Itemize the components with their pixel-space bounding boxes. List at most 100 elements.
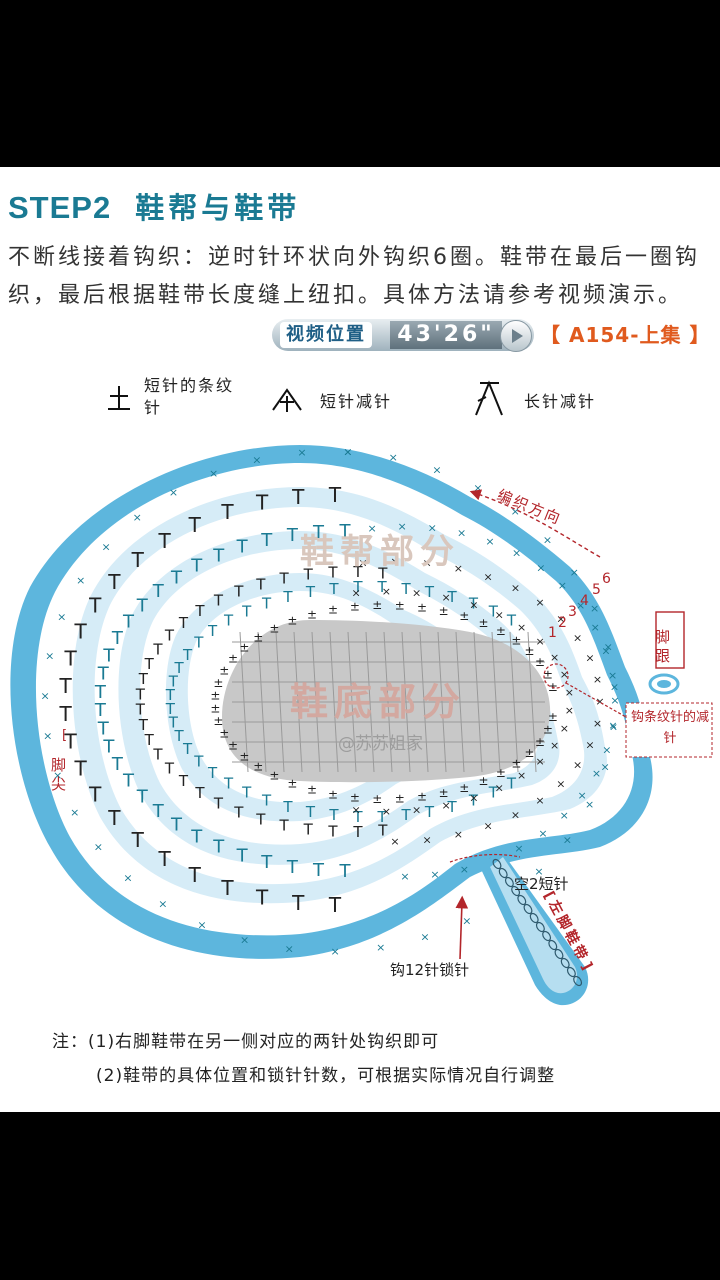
stitch-mark: T xyxy=(236,845,249,866)
stitch-mark: ± xyxy=(210,689,220,703)
stitch-mark: × xyxy=(543,533,552,546)
stitch-mark: × xyxy=(53,769,62,782)
stitch-mark: T xyxy=(328,580,339,598)
stitch-mark: T xyxy=(157,529,171,553)
stitch-mark: T xyxy=(88,594,102,618)
stitch-mark: T xyxy=(182,646,193,664)
stitch-mark: T xyxy=(339,861,352,882)
chain-stitch xyxy=(498,867,508,879)
stitch-mark: × xyxy=(514,842,523,855)
stitch-mark: T xyxy=(111,754,124,775)
sc-decrease-icon xyxy=(272,388,302,412)
stitch-mark: × xyxy=(511,582,520,595)
stitch-mark: T xyxy=(135,701,146,719)
legend-label-3: 长针减针 xyxy=(524,392,597,411)
stitch-mark: ± xyxy=(239,640,249,654)
stitch-mark: × xyxy=(330,945,339,958)
stitch-mark: × xyxy=(412,803,421,816)
stitch-mark: × xyxy=(585,798,594,811)
stitch-mark: T xyxy=(255,885,269,909)
stitch-mark: T xyxy=(64,730,78,754)
stitch-mark: × xyxy=(422,833,431,846)
section-title: 鞋帮与鞋带 xyxy=(135,191,301,225)
stitch-mark: T xyxy=(138,670,149,688)
stitch-mark: × xyxy=(285,942,294,955)
dc-decrease-icon xyxy=(475,380,503,416)
play-icon[interactable] xyxy=(500,320,532,352)
stitch-mark: T xyxy=(424,583,435,601)
video-timestamp: 43'26" xyxy=(390,321,502,349)
stitch-mark: × xyxy=(608,669,617,682)
stitch-mark: ± xyxy=(253,760,263,774)
stitch-mark: ± xyxy=(269,769,279,783)
stitch-mark: ± xyxy=(535,655,545,669)
chain-12-label: 钩12针锁针 xyxy=(390,961,469,979)
stitch-mark: × xyxy=(469,791,478,804)
direction-arrow xyxy=(469,489,601,558)
stitch-mark: × xyxy=(517,621,526,634)
stitch-mark: ± xyxy=(269,621,279,635)
stitch-mark: T xyxy=(194,602,205,620)
stitch-mark: × xyxy=(473,481,482,494)
stitch-mark: ± xyxy=(328,787,338,801)
stitch-mark: T xyxy=(352,563,363,581)
stitch-mark: T xyxy=(377,821,388,839)
stitch-mark: T xyxy=(278,570,289,588)
stitch-mark: T xyxy=(144,655,155,673)
stitch-mark: T xyxy=(376,578,387,596)
chain-arrow xyxy=(455,895,469,960)
stitch-mark: × xyxy=(593,717,602,730)
stitch-mark: T xyxy=(88,782,102,806)
stitch-mark: T xyxy=(278,816,289,834)
stitch-mark: ± xyxy=(535,735,545,749)
stitch-mark: T xyxy=(506,774,517,792)
stitch-mark: × xyxy=(610,681,619,694)
chain-stitch xyxy=(554,948,564,960)
stitch-mark: ± xyxy=(372,598,382,612)
stitch-mark: × xyxy=(197,918,206,931)
stitch-mark: T xyxy=(107,806,121,830)
stitch-mark: ± xyxy=(372,792,382,806)
stitch-mark: T xyxy=(352,823,363,841)
stitch-mark: T xyxy=(59,674,73,698)
stitch-mark: × xyxy=(550,739,559,752)
stitch-mark: T xyxy=(165,686,176,704)
svg-text:2: 2 xyxy=(558,615,567,631)
stitch-mark: ± xyxy=(417,600,427,614)
stitch-mark: ± xyxy=(511,633,521,647)
video-position-bar[interactable]: 视频位置 43'26" xyxy=(272,319,534,352)
stitch-mark: T xyxy=(213,592,224,610)
stitch-mark: T xyxy=(282,798,293,816)
stitch-mark: T xyxy=(152,746,163,764)
stitch-mark: ± xyxy=(210,701,220,715)
stitch-mark: × xyxy=(585,738,594,751)
stitch-mark: T xyxy=(212,545,225,566)
stitch-mark: T xyxy=(131,828,145,852)
stitch-mark: × xyxy=(602,743,611,756)
stitch-mark: T xyxy=(170,814,183,835)
stitch-mark: T xyxy=(220,876,234,900)
stitch-mark: × xyxy=(591,621,600,634)
stitch-mark: T xyxy=(261,791,272,809)
stitch-mark: T xyxy=(488,784,499,802)
svg-text:1: 1 xyxy=(548,625,557,641)
stitch-mark: T xyxy=(97,719,110,740)
chain-stitch xyxy=(542,930,552,942)
stitch-mark: T xyxy=(446,798,457,816)
stitch-mark: × xyxy=(454,562,463,575)
stitch-mark: T xyxy=(136,786,149,807)
stitch-mark: T xyxy=(152,801,165,822)
stitch-mark: T xyxy=(352,808,363,826)
stitch-mark: × xyxy=(511,505,520,518)
stitch-mark: ± xyxy=(328,603,338,617)
stitch-mark: × xyxy=(609,721,618,734)
stitch-mark: × xyxy=(536,755,545,768)
stitch-mark: × xyxy=(422,557,431,570)
upper-label: 鞋帮部分 xyxy=(300,532,460,572)
stitch-mark: ± xyxy=(219,727,229,741)
svg-text:3: 3 xyxy=(568,604,577,620)
stitch-mark: × xyxy=(420,931,429,944)
stitch-mark: T xyxy=(312,522,325,543)
stitch-mark: T xyxy=(193,634,204,652)
stitch-mark: T xyxy=(261,595,272,613)
